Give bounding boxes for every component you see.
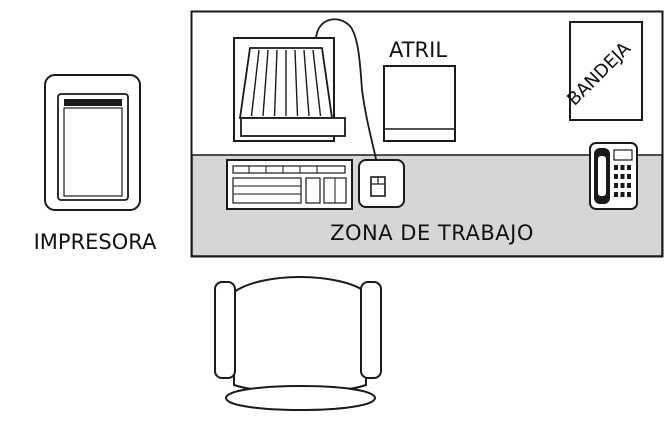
office-chair-icon <box>214 276 382 411</box>
phone-key <box>627 183 631 188</box>
phone-key <box>620 192 625 197</box>
work-zone-label: ZONA DE TRABAJO <box>330 221 534 245</box>
phone-key <box>614 183 618 188</box>
tray-icon <box>569 21 643 121</box>
printer-label: IMPRESORA <box>34 230 157 254</box>
phone-key <box>627 165 631 170</box>
keyboard-icon <box>226 159 353 210</box>
phone-key <box>614 165 618 170</box>
document-holder-label: ATRIL <box>389 38 447 62</box>
phone-key <box>620 174 625 179</box>
phone-key <box>627 174 631 179</box>
monitor-rib <box>250 49 260 117</box>
phone-key <box>627 192 631 197</box>
phone-icon <box>589 142 638 210</box>
monitor-rib <box>262 49 269 117</box>
monitor-rib <box>303 49 310 117</box>
monitor-icon <box>233 37 346 142</box>
phone-key <box>614 174 618 179</box>
phone-key <box>614 192 618 197</box>
monitor-rib <box>312 49 322 117</box>
monitor-rib <box>273 49 278 117</box>
document-holder-icon <box>383 65 456 142</box>
mouse-cable <box>315 18 379 169</box>
printer-icon <box>44 74 141 211</box>
phone-key <box>620 183 625 188</box>
mouse-icon <box>358 159 405 208</box>
phone-key <box>620 165 625 170</box>
monitor-rib <box>294 49 299 117</box>
